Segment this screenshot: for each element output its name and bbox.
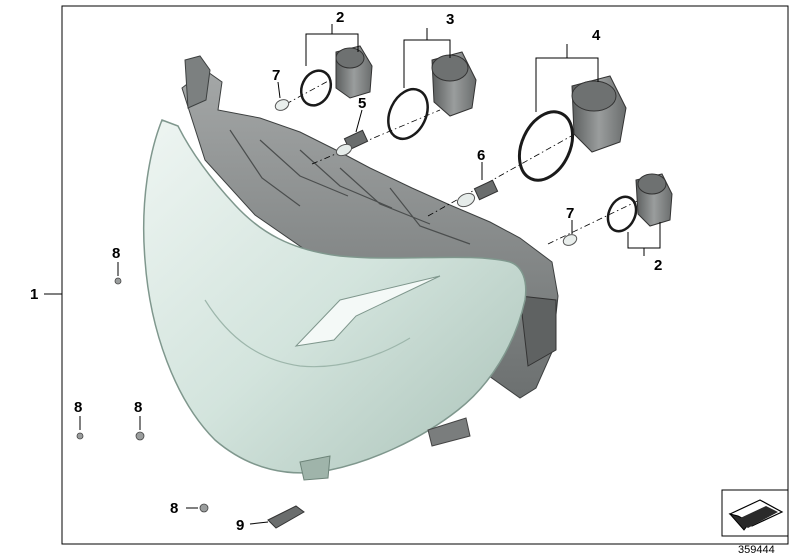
headlight-assembly	[142, 55, 559, 481]
callout-2-top: 2	[336, 9, 344, 26]
callout-8-c: 8	[134, 399, 142, 416]
bulb-cap-rim	[571, 80, 617, 112]
bulb-glass	[456, 192, 476, 208]
callout-9: 9	[236, 517, 244, 534]
part-4-cap-set	[517, 75, 627, 182]
callout-3: 3	[446, 11, 454, 28]
bulb-part-6	[456, 179, 499, 208]
diagram-frame	[61, 5, 789, 545]
callout-4: 4	[592, 27, 601, 44]
o-ring	[517, 110, 575, 182]
o-ring	[387, 87, 429, 141]
leader-lines	[44, 24, 661, 525]
bulb-part-7-right	[562, 234, 578, 246]
leader-line-2-bottom	[627, 222, 661, 249]
part-3-cap-set	[387, 51, 477, 141]
housing-rib	[229, 129, 471, 245]
diagram-reference-number: 359444	[738, 544, 775, 556]
alignment-line	[285, 79, 331, 105]
callout-2-bottom: 2	[654, 257, 662, 274]
leader-line-9	[249, 521, 269, 525]
leader-line-7-left	[277, 81, 281, 99]
lens-light-guide	[294, 275, 441, 347]
lens-lower-tab	[299, 455, 331, 481]
bulb-glass	[562, 234, 578, 246]
alignment-line	[311, 109, 441, 165]
o-ring	[299, 69, 333, 107]
fastener-8-b	[76, 432, 84, 440]
lens-inner-contour	[204, 299, 411, 368]
callout-6: 6	[477, 147, 485, 164]
bulb-glass	[274, 99, 290, 111]
callout-5: 5	[358, 95, 366, 112]
bulb-base	[473, 179, 499, 201]
bulb-cap-rim	[637, 173, 667, 195]
lens-side-clip	[427, 417, 471, 447]
alignment-line	[547, 195, 649, 245]
callout-7-right: 7	[566, 205, 574, 222]
bulb-glass	[335, 143, 353, 157]
o-ring	[606, 195, 638, 233]
part-2-top-cap-set	[299, 45, 373, 107]
bulb-part-5	[335, 129, 369, 157]
bulb-cap-rim	[335, 47, 365, 69]
bulb-part-7-left	[274, 99, 290, 111]
callout-8-d: 8	[170, 500, 178, 517]
direction-arrow-icon	[721, 489, 789, 537]
housing-mount-tab	[184, 55, 211, 109]
bulb-cap-rim	[431, 54, 469, 82]
callout-8-a: 8	[112, 245, 120, 262]
headlight-lens	[142, 119, 527, 474]
bracket-9	[267, 505, 305, 529]
fastener-8-d	[199, 503, 209, 513]
fastener-8-c	[135, 431, 145, 441]
leader-line-5	[355, 109, 363, 133]
part-2-bottom-cap-set	[606, 173, 673, 233]
fastener-8-a	[114, 277, 122, 285]
callout-1: 1	[30, 286, 38, 303]
callout-8-b: 8	[74, 399, 82, 416]
housing-side-bracket	[519, 295, 557, 367]
callout-7-left: 7	[272, 67, 280, 84]
